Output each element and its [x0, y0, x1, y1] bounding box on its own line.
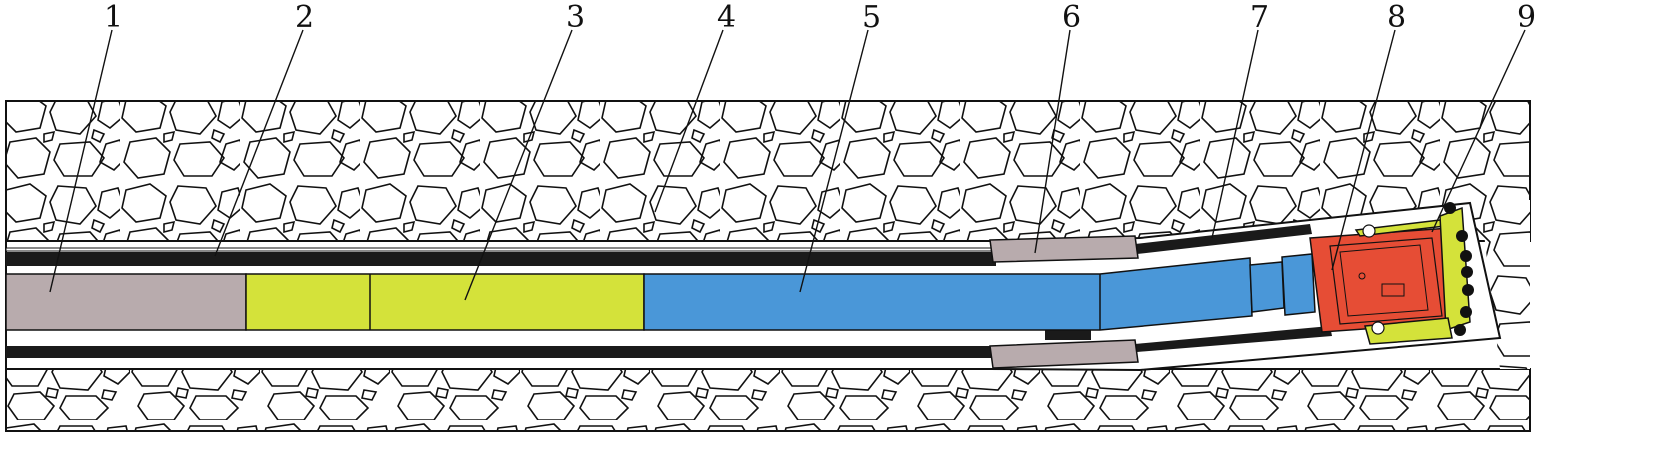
label-7: 7 — [1250, 0, 1269, 35]
drill-bit — [1354, 202, 1474, 345]
leader-lines — [49, 29, 1526, 301]
label-6: 6 — [1062, 0, 1081, 35]
label-4: 4 — [717, 0, 736, 35]
casing-pipe — [5, 224, 1332, 358]
blue-motor — [643, 253, 1316, 331]
label-8: 8 — [1387, 0, 1406, 35]
label-9: 9 — [1517, 0, 1536, 35]
label-2: 2 — [295, 0, 314, 35]
label-5: 5 — [862, 0, 881, 35]
yellow-green-section — [245, 273, 645, 331]
coupling-sleeve — [989, 235, 1139, 369]
rock-formation — [5, 100, 1531, 432]
grey-rod — [5, 273, 247, 331]
red-drill-head — [1309, 227, 1463, 333]
label-1: 1 — [104, 0, 123, 35]
label-3: 3 — [566, 0, 585, 35]
part-labels: 1 2 3 4 5 6 7 8 9 — [104, 0, 1536, 35]
